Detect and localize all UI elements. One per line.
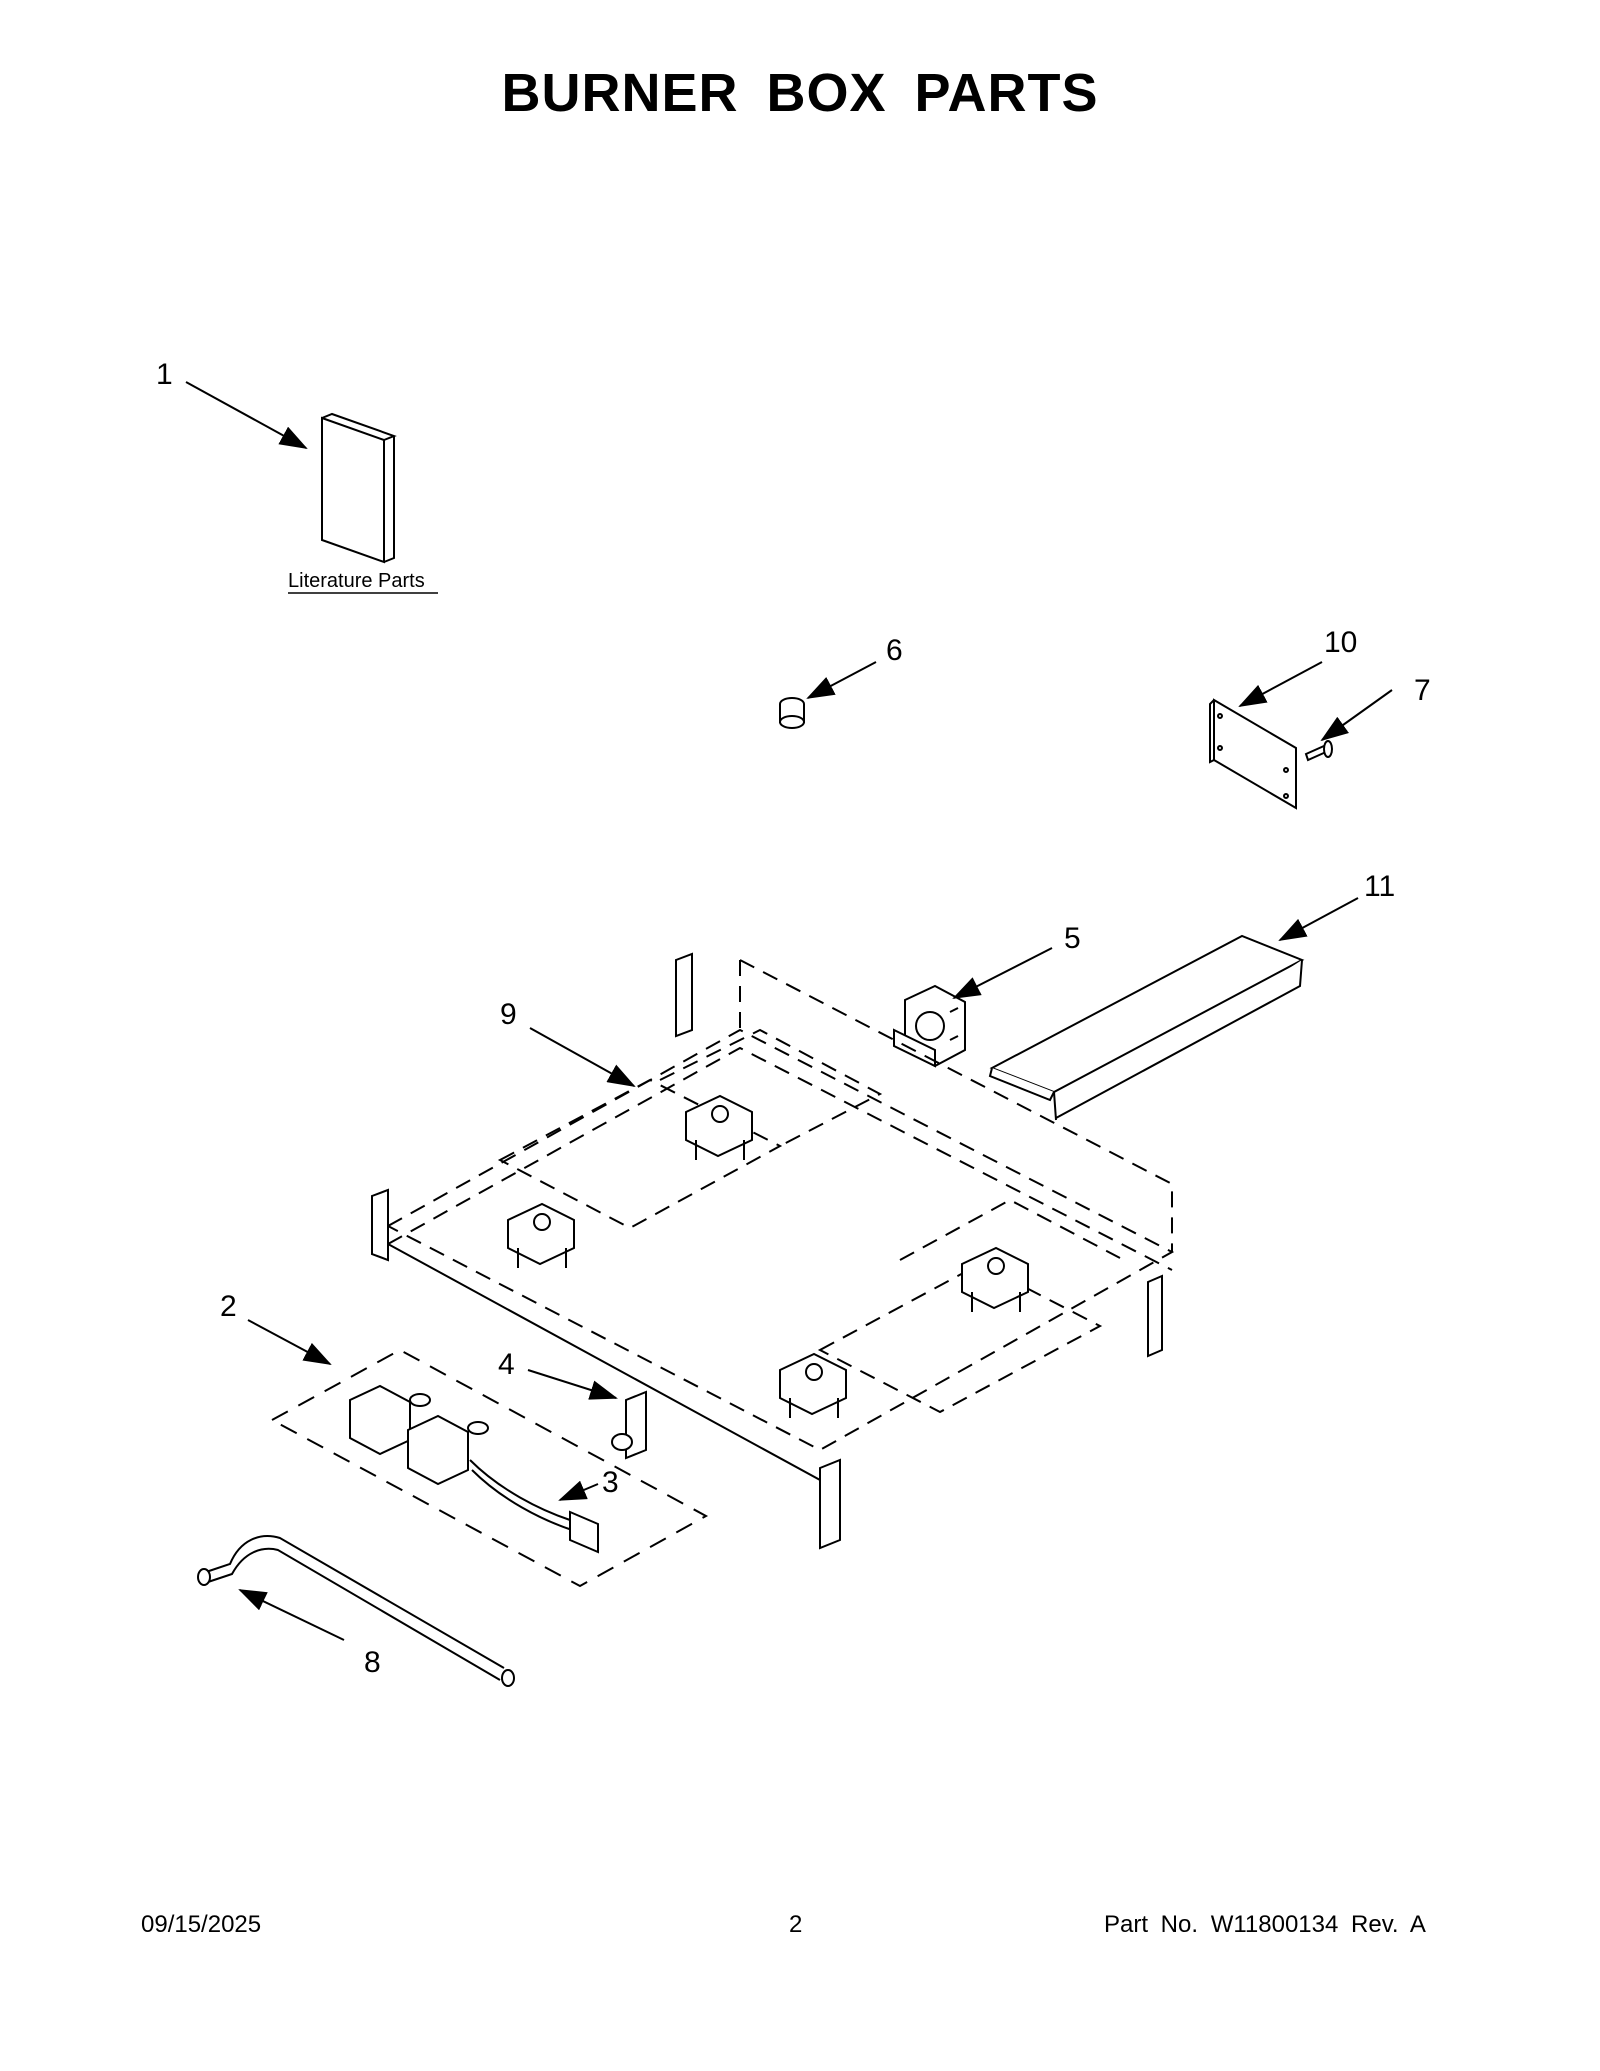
callout-1: 1	[156, 358, 173, 391]
page-title: BURNER BOX PARTS	[501, 63, 1099, 123]
gas-tube-part-8	[197, 1535, 515, 1687]
burner-valve-1	[685, 1094, 753, 1160]
screw-part-7	[1304, 740, 1333, 762]
spark-module-part-5	[893, 984, 966, 1068]
callout-5: 5	[1064, 922, 1081, 955]
footer-date: 09/15/2025	[141, 1911, 262, 1938]
callout-3: 3	[602, 1466, 619, 1499]
footer-page-number: 2	[789, 1911, 803, 1938]
callout-8: 8	[364, 1646, 381, 1679]
callout-2: 2	[220, 1290, 237, 1323]
wire-harness-part-3	[469, 1459, 599, 1554]
burner-valve-2	[507, 1202, 575, 1268]
valve-assembly-part-2	[349, 1384, 489, 1486]
bracket-plate-part-10	[1209, 698, 1297, 810]
valve-assembly-box	[269, 1348, 709, 1588]
footer-part-number: Part No. W11800134 Rev. A	[1104, 1911, 1426, 1938]
callout-10: 10	[1324, 626, 1357, 659]
burner-valve-3	[961, 1246, 1029, 1312]
burner-box-frame-part-9	[385, 959, 1175, 1452]
leader-lines	[185, 381, 1393, 1641]
literature-booklet	[321, 412, 397, 564]
callout-4: 4	[498, 1348, 515, 1381]
literature-label: Literature Parts	[288, 570, 425, 592]
callout-11: 11	[1364, 870, 1395, 903]
burner-cover-part-11	[988, 934, 1305, 1121]
bracket-part-4	[611, 1390, 647, 1460]
burner-box-tray	[371, 952, 1163, 1550]
callout-7: 7	[1414, 674, 1431, 707]
fitting-part-6	[779, 697, 805, 729]
callout-9: 9	[500, 998, 517, 1031]
burner-valve-4	[779, 1352, 847, 1418]
callout-6: 6	[886, 634, 903, 667]
